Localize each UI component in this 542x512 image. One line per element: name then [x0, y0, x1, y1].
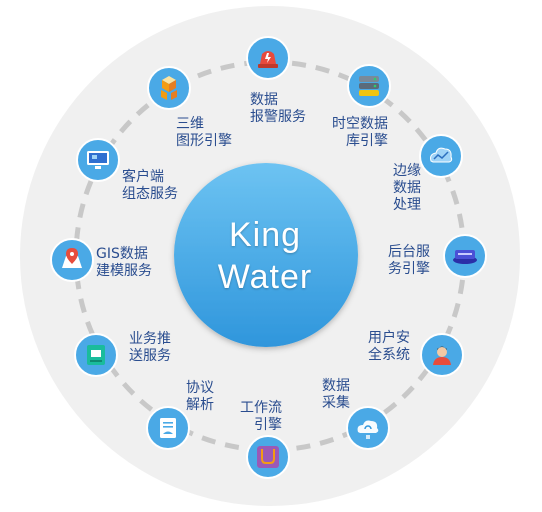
label-data-alarm: 数据 报警服务: [250, 92, 306, 125]
database-server-icon: [359, 76, 379, 96]
center-title-line2: Water: [217, 258, 313, 296]
alarm-siren-icon: [258, 51, 278, 68]
label-backend-service: 后台服 务引擎: [388, 244, 430, 277]
server-stack-icon: [453, 250, 477, 264]
label-spatiotemporal-db: 时空数据 库引擎: [332, 116, 388, 149]
user-avatar-icon: [433, 346, 451, 365]
label-workflow-engine: 工作流 引擎: [240, 400, 282, 433]
center-circle: [174, 163, 358, 347]
push-doc-icon: [87, 345, 105, 365]
label-user-security: 用户安 全系统: [368, 330, 410, 363]
cubes-icon: [161, 76, 177, 100]
node-client-config: [76, 138, 120, 182]
node-data-alarm: [246, 36, 290, 80]
label-edge-data: 边缘 数据 处理: [393, 163, 421, 213]
node-backend-service: [443, 234, 487, 278]
node-business-push: [74, 333, 118, 377]
edge-cloud-icon: [430, 147, 453, 163]
center-title-line1: King: [228, 216, 302, 254]
label-client-config: 客户端 组态服务: [122, 169, 178, 202]
document-icon: [160, 418, 176, 438]
node-3d-graphics: [147, 66, 191, 110]
label-business-push: 业务推 送服务: [129, 331, 171, 364]
cloud-sync-icon: [357, 420, 379, 439]
node-gis-modeling: [50, 238, 94, 282]
label-3d-graphics: 三维 图形引擎: [176, 116, 232, 149]
label-protocol-parsing: 协议 解析: [186, 380, 214, 413]
label-gis-modeling: GIS数据 建模服务: [96, 246, 152, 279]
node-user-security: [420, 333, 464, 377]
label-data-collection: 数据 采集: [322, 378, 350, 411]
node-edge-data: [419, 134, 463, 178]
workflow-path-icon: [257, 446, 279, 468]
node-data-collection: [346, 406, 390, 450]
node-workflow-engine: [246, 435, 290, 479]
node-protocol-parsing: [146, 406, 190, 450]
map-pin-icon: [62, 248, 82, 268]
node-spatiotemporal-db: [347, 64, 391, 108]
monitor-icon: [87, 151, 109, 169]
